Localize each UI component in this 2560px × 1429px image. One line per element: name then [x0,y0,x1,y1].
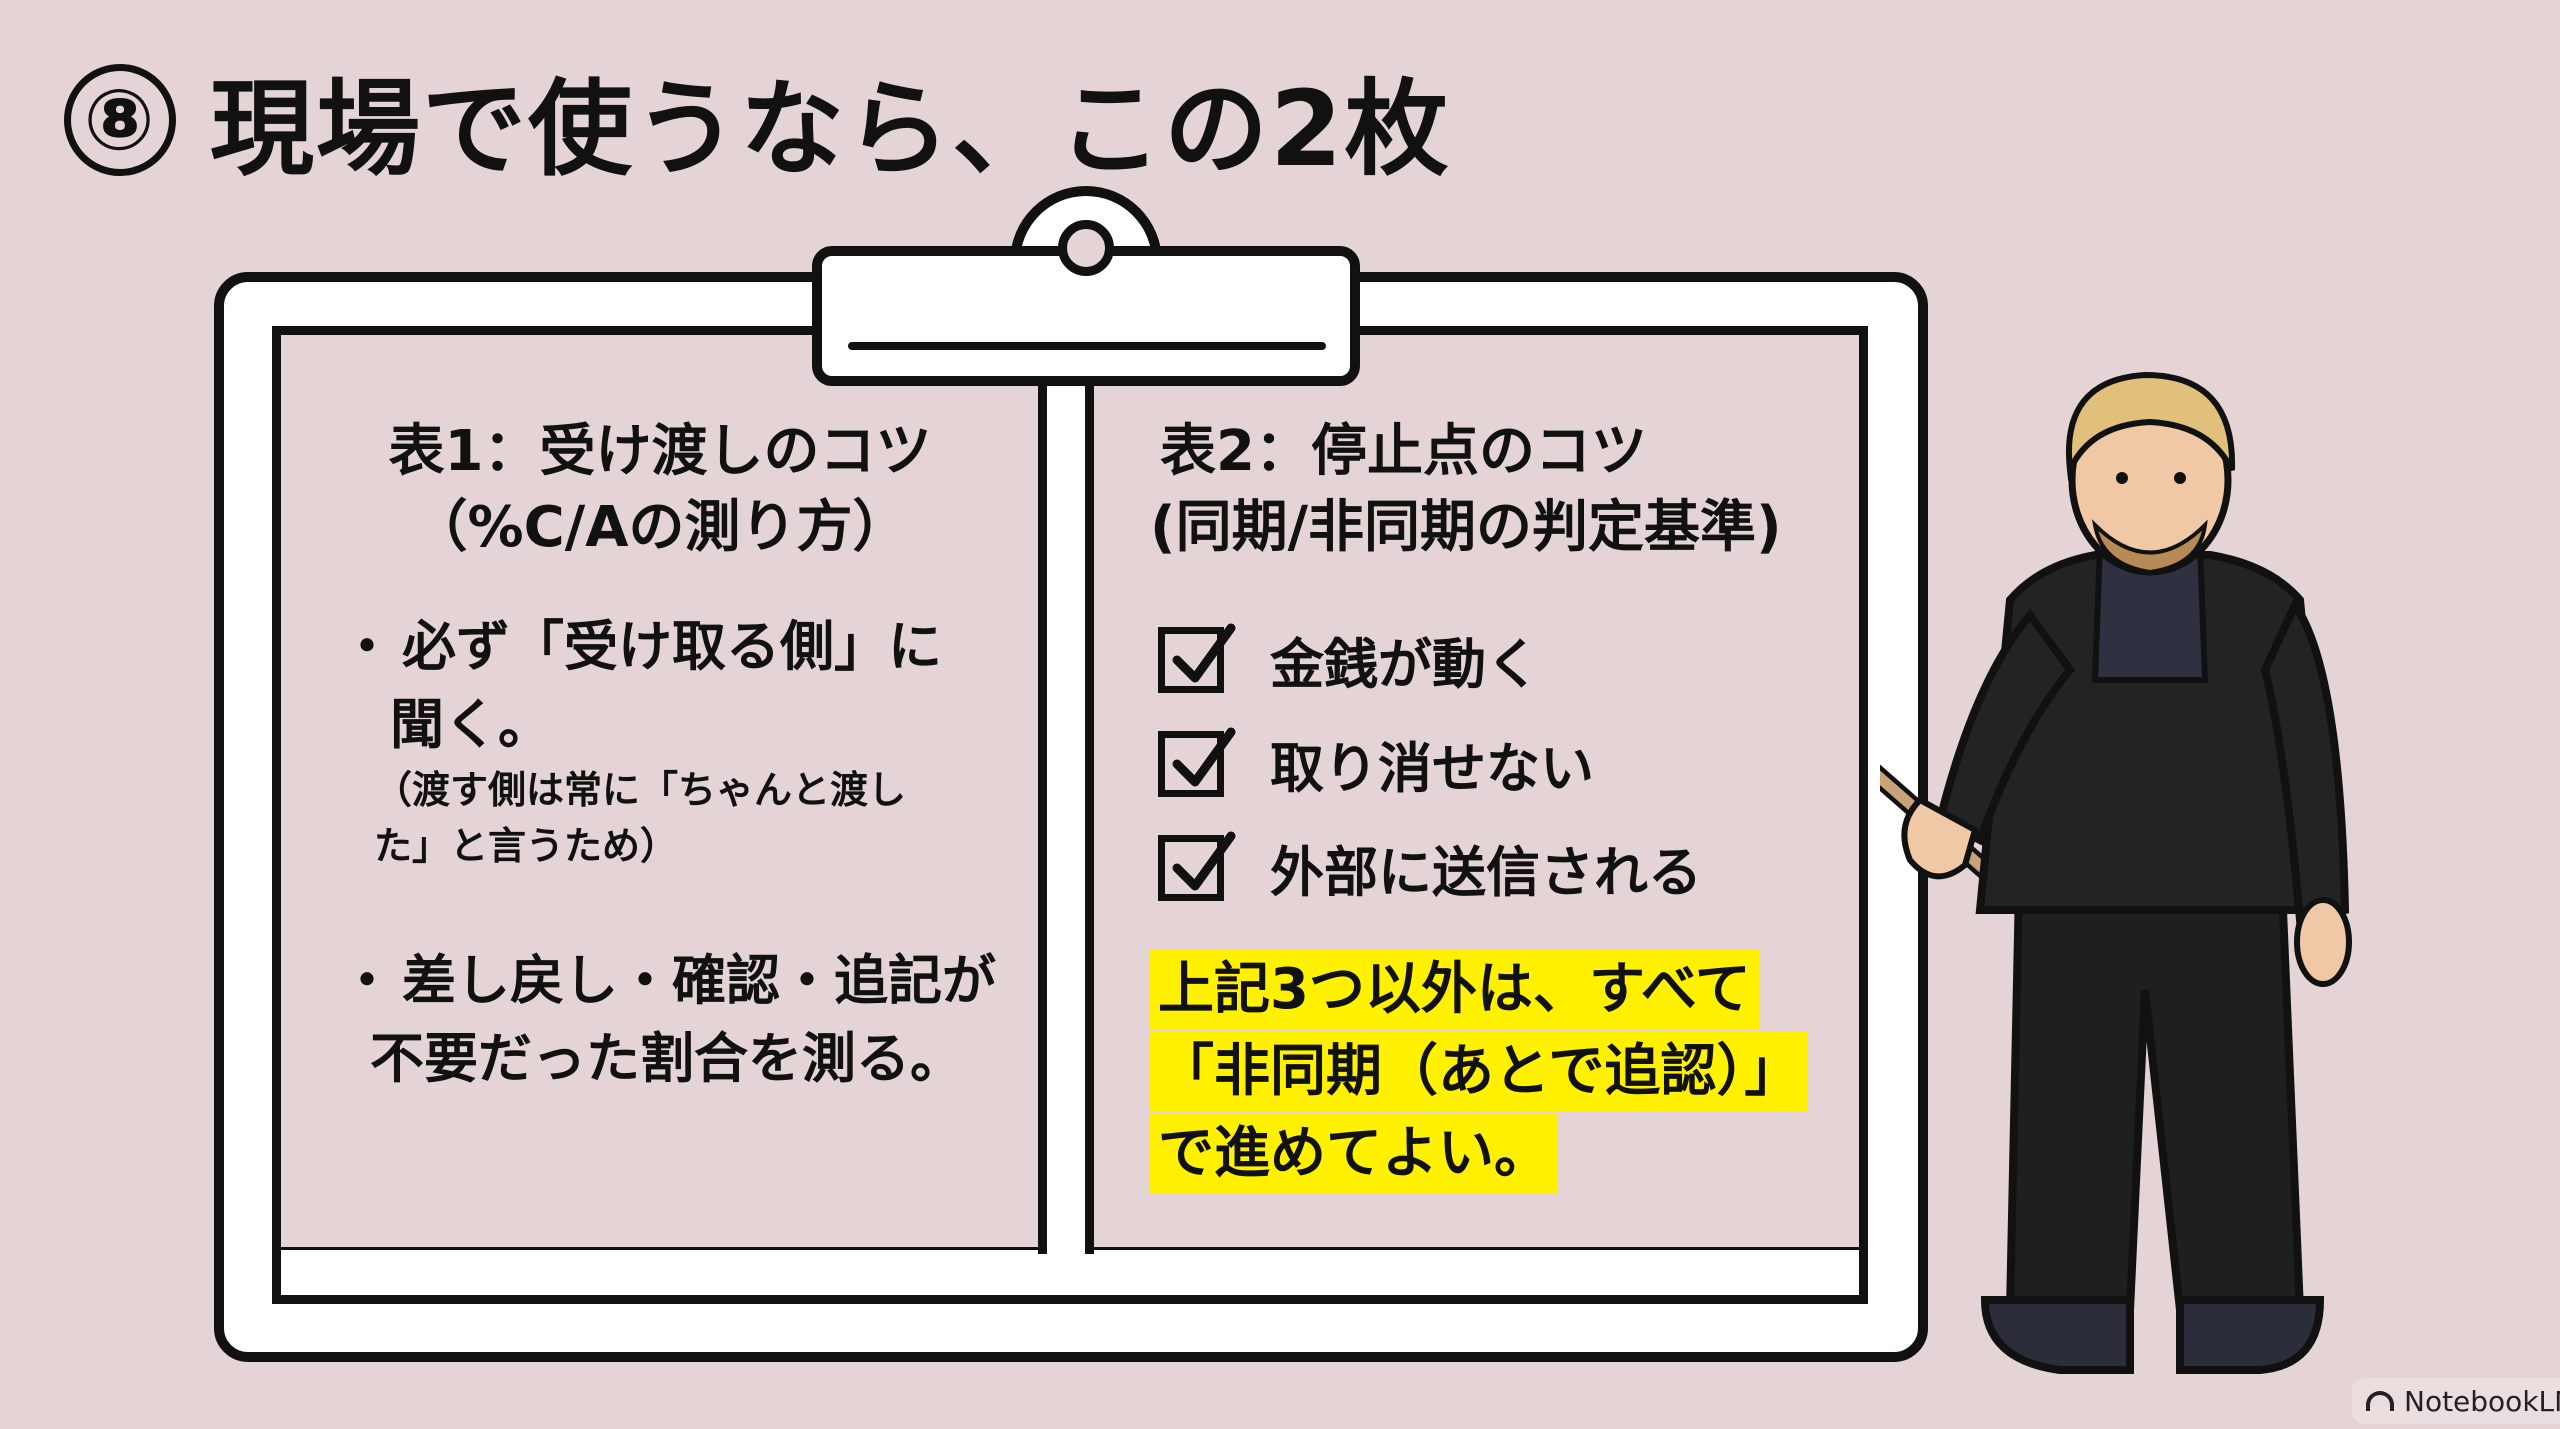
clip-hole [1058,220,1114,276]
slide-title-text: 現場で使うなら、この2枚 [210,68,1451,190]
left-note: （渡す側は常に「ちゃんと渡し た」と言うため） [374,762,906,874]
bullet-marker: ・ [340,949,394,1012]
highlight-note: 上記3つ以外は、すべて 「非同期（あとで追認）」 で進めてよい。 [1150,950,1809,1196]
left-bullet-2-line2: 不要だった割合を測る。 [370,1027,964,1090]
check-item-label: 金銭が動く [1270,633,1540,696]
right-panel-title: 表2：停止点のコツ (同期/非同期の判定基準) [1150,414,1782,566]
slide-title: ⑧ 現場で使うなら、この2枚 [64,44,1450,195]
left-bullet-1-line1: 必ず「受け取る側」に [402,615,942,678]
checkbox-checked-icon [1158,727,1236,797]
left-note-line2: た」と言うため） [374,824,679,868]
left-bullet-2-line1: 差し戻し・確認・追記が [402,949,996,1012]
highlight-line-3: で進めてよい。 [1150,1114,1558,1194]
check-item-money: 金銭が動く [1158,620,1540,699]
check-item-label: 取り消せない [1270,737,1594,800]
checkbox-checked-icon [1158,831,1236,901]
check-item-label: 外部に送信される [1270,841,1702,904]
checkbox-checked-icon [1158,623,1236,693]
highlight-line-1: 上記3つ以外は、すべて [1150,950,1759,1030]
clipboard-divider [1038,368,1094,1254]
clipboard-ledge [272,1250,1868,1304]
bullet-marker: ・ [340,615,394,678]
notebooklm-logo-icon [2366,1391,2394,1411]
notebooklm-badge: NotebookLM [2352,1378,2560,1424]
left-bullet-1: ・必ず「受け取る側」に 聞く。 [340,608,942,764]
right-panel-title-line1: 表2：停止点のコツ [1160,419,1647,484]
left-bullet-2: ・差し戻し・確認・追記が 不要だった割合を測る。 [340,942,996,1098]
right-panel-title-line2: (同期/非同期の判定基準) [1150,495,1782,560]
presenter-illustration [1880,371,2352,1374]
left-panel-title: 表1：受け渡しのコツ （%C/Aの測り方） [300,414,1020,566]
left-note-line1: （渡す側は常に「ちゃんと渡し [374,768,907,812]
check-item-irreversible: 取り消せない [1158,724,1594,803]
notebooklm-label: NotebookLM [2404,1384,2560,1418]
clip-line [848,342,1326,350]
section-number: ⑧ [64,63,176,176]
highlight-line-2: 「非同期（あとで追認）」 [1150,1032,1809,1112]
left-bullet-1-line2: 聞く。 [390,693,552,756]
left-panel-title-line1: 表1：受け渡しのコツ [388,419,932,484]
check-item-external: 外部に送信される [1158,828,1702,907]
left-panel-title-line2: （%C/Aの測り方） [411,495,909,560]
